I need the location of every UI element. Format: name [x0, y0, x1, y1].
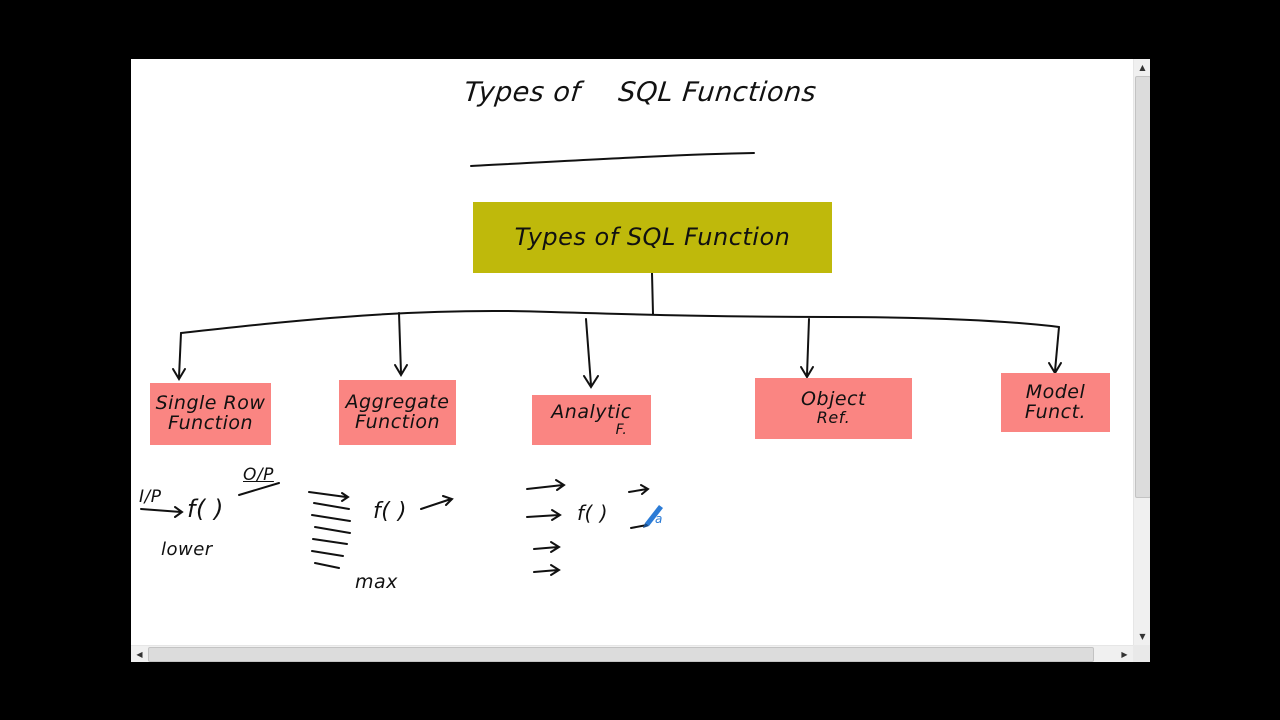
arrow-2 — [394, 312, 408, 377]
child-label-line1: Object — [801, 388, 866, 411]
arrow-4 — [800, 318, 814, 379]
note-func-analytic: f( ) — [577, 501, 609, 525]
an-arrow-2 — [526, 509, 562, 521]
child-box-model: Model Funct. — [1001, 373, 1110, 432]
horizontal-scrollbar[interactable]: ◀ ▶ — [131, 645, 1133, 662]
arrow-1 — [172, 332, 186, 381]
an-arrow-1 — [526, 479, 566, 491]
note-example-lower: lower — [161, 539, 213, 560]
scroll-left-icon[interactable]: ◀ — [131, 646, 148, 662]
arrow-5 — [1048, 326, 1062, 375]
horizontal-scroll-thumb[interactable] — [148, 647, 1094, 662]
child-box-analytic: Analytic F. — [532, 395, 651, 445]
note-example-max: max — [355, 571, 398, 593]
scroll-down-icon[interactable]: ▼ — [1134, 628, 1150, 645]
root-label: Types of SQL Function — [514, 222, 791, 251]
sr-input-arrow — [140, 506, 184, 518]
child-label-line2: Ref. — [816, 408, 851, 428]
child-label-line1: Model — [1025, 380, 1086, 403]
an-out-arrow — [628, 484, 650, 495]
scroll-up-icon[interactable]: ▲ — [1134, 59, 1150, 76]
child-box-single-row: Single Row Function — [150, 383, 271, 445]
note-output: O/P — [243, 465, 274, 485]
an-arrow-4 — [533, 564, 561, 576]
an-arrow-3 — [533, 541, 561, 553]
vertical-scroll-thumb[interactable] — [1135, 76, 1150, 498]
root-stem — [651, 272, 654, 315]
child-label-line1: Single Row — [155, 392, 266, 415]
note-func-single: f( ) — [187, 495, 224, 523]
child-label-line2: Funct. — [1024, 400, 1087, 423]
root-box: Types of SQL Function — [473, 202, 832, 273]
child-label-line1: Analytic — [551, 400, 632, 423]
vertical-scrollbar[interactable]: ▲ ▼ — [1133, 59, 1150, 645]
note-input: I/P — [139, 487, 162, 507]
pen-cursor-icon: a — [643, 505, 663, 528]
svg-text:a: a — [655, 512, 662, 526]
child-box-object-ref: Object Ref. — [755, 378, 912, 439]
child-label-line1: Aggregate — [345, 390, 450, 413]
child-label-line2: F. — [615, 421, 628, 438]
sr-output-line — [238, 482, 280, 496]
child-label-line2: Function — [354, 410, 441, 433]
note-func-aggregate: f( ) — [373, 499, 407, 524]
child-box-aggregate: Aggregate Function — [339, 380, 456, 445]
diagram-connectors — [140, 152, 1062, 576]
agg-output-arrow — [420, 495, 454, 510]
scroll-right-icon[interactable]: ▶ — [1116, 646, 1133, 662]
arrow-3 — [583, 318, 599, 389]
child-label-line2: Function — [167, 412, 254, 434]
agg-stack-arrows — [308, 491, 351, 569]
scrollbar-corner — [1133, 645, 1150, 662]
title-underline — [470, 152, 755, 167]
branch-bar — [180, 309, 1060, 334]
